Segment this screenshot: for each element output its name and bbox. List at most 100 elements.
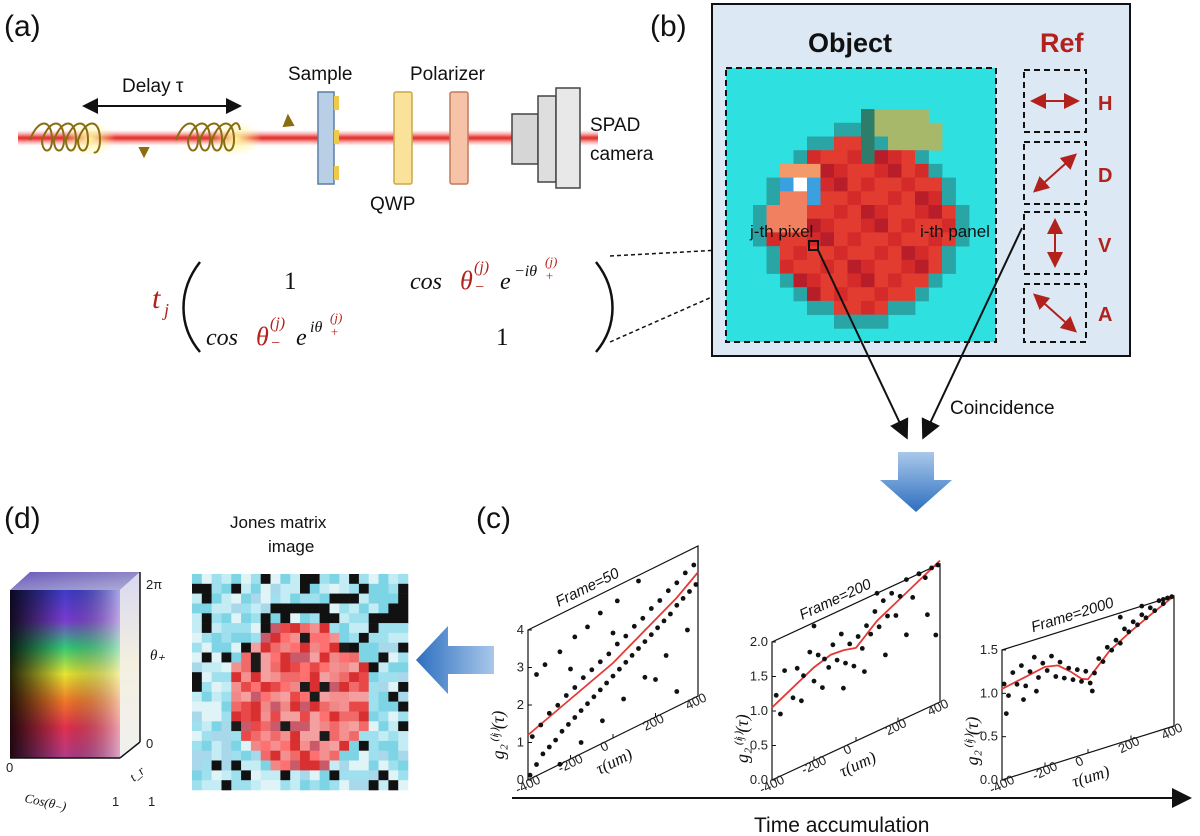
jones-pixel bbox=[241, 701, 252, 712]
apple-pixel bbox=[874, 218, 889, 233]
jones-pixel bbox=[192, 574, 203, 585]
jones-pixel bbox=[201, 682, 212, 693]
jones-pixel bbox=[309, 642, 320, 653]
jones-pixel bbox=[309, 672, 320, 683]
jones-pixel bbox=[368, 731, 379, 742]
jones-pixel bbox=[309, 731, 320, 742]
jones-pixel bbox=[398, 652, 409, 663]
jones-pixel bbox=[192, 701, 203, 712]
ref-title: Ref bbox=[1040, 28, 1085, 58]
jones-pixel bbox=[329, 740, 340, 751]
jones-pixel bbox=[270, 672, 281, 683]
jones-pixel bbox=[280, 574, 291, 585]
apple-pixel bbox=[807, 205, 821, 220]
data-point bbox=[815, 652, 821, 658]
jones-pixel bbox=[260, 593, 271, 604]
jones-pixel bbox=[221, 632, 232, 643]
data-point bbox=[572, 634, 578, 640]
data-point bbox=[855, 634, 861, 639]
jones-pixel bbox=[231, 593, 242, 604]
data-point bbox=[1061, 675, 1067, 681]
m11: 1 bbox=[284, 268, 297, 295]
data-point bbox=[566, 722, 571, 727]
data-point bbox=[872, 609, 878, 614]
apple-pixel bbox=[874, 246, 889, 261]
apple-pixel bbox=[807, 150, 821, 165]
jones-pixel bbox=[378, 583, 389, 594]
spad-label-1: SPAD bbox=[590, 115, 640, 136]
jones-pixel bbox=[368, 603, 379, 614]
jones-pixel bbox=[201, 750, 212, 761]
apple-pixel bbox=[820, 205, 835, 220]
jones-pixel bbox=[231, 701, 242, 712]
data-point bbox=[589, 667, 595, 673]
apple-pixel bbox=[861, 122, 875, 137]
data-point bbox=[1074, 667, 1080, 673]
data-point bbox=[1066, 665, 1072, 671]
charts: -400-200020040001234Frame=50τ(um)g₂⁽ⁱʲ⁾(… bbox=[488, 545, 1185, 797]
data-point bbox=[1044, 668, 1050, 673]
apple-pixel bbox=[901, 218, 916, 233]
jones-pixel bbox=[290, 731, 301, 742]
jones-pixel bbox=[319, 652, 330, 663]
jones-pixel bbox=[231, 662, 242, 673]
jones-pixel bbox=[231, 603, 242, 614]
panel-label-b: (b) bbox=[650, 10, 687, 43]
cube-zero-left: 0 bbox=[6, 760, 13, 775]
jones-pixel bbox=[270, 770, 281, 781]
jones-pixel bbox=[300, 721, 311, 732]
apple-pixel bbox=[915, 259, 929, 274]
y-tick-label: 2 bbox=[517, 697, 524, 712]
apple-pixel bbox=[915, 191, 929, 206]
data-point bbox=[578, 708, 584, 713]
jones-pixel bbox=[221, 701, 232, 712]
y-axis-label: g₂⁽ⁱʲ⁾(τ) bbox=[962, 717, 983, 766]
apple-pixel bbox=[928, 246, 943, 261]
jones-pixel bbox=[329, 603, 340, 614]
jones-pixel bbox=[221, 740, 232, 751]
jones-pixel bbox=[280, 672, 291, 683]
apple-pixel bbox=[901, 150, 916, 165]
apple-pixel bbox=[888, 218, 902, 233]
jones-pixel bbox=[300, 642, 311, 653]
data-point bbox=[663, 653, 669, 658]
apple-pixel bbox=[847, 191, 862, 206]
jones-pixel bbox=[388, 583, 399, 594]
data-point bbox=[801, 673, 806, 679]
jones-pixel bbox=[300, 574, 311, 585]
apple-pixel bbox=[915, 136, 929, 151]
jones-pixel bbox=[241, 574, 252, 585]
apple-pixel bbox=[874, 287, 889, 302]
data-point bbox=[1057, 659, 1063, 665]
apple-pixel bbox=[915, 273, 929, 288]
jones-pixel bbox=[309, 662, 320, 673]
jones-pixel bbox=[300, 593, 311, 604]
jones-pixel bbox=[201, 662, 212, 673]
data-point bbox=[542, 662, 548, 668]
big-down-arrow bbox=[880, 452, 952, 512]
data-point bbox=[811, 623, 817, 629]
apple-pixel bbox=[861, 150, 875, 165]
data-point bbox=[935, 562, 941, 568]
jones-pixel bbox=[201, 613, 212, 624]
m12-exp: −iθ bbox=[514, 263, 537, 280]
jones-pixel bbox=[378, 593, 389, 604]
data-point bbox=[925, 612, 930, 618]
jones-pixel bbox=[270, 740, 281, 751]
jones-pixel bbox=[368, 750, 379, 761]
data-point bbox=[610, 630, 616, 636]
jones-pixel bbox=[231, 632, 242, 643]
apple-pixel bbox=[834, 273, 848, 288]
data-point bbox=[527, 772, 533, 778]
jones-pixel bbox=[378, 613, 389, 624]
x-axis-label: τ(um) bbox=[1070, 761, 1112, 791]
jones-pixel bbox=[250, 760, 261, 771]
jones-pixel bbox=[280, 613, 291, 624]
cube-top-label: 2π bbox=[146, 577, 162, 592]
jones-pixel bbox=[329, 574, 340, 585]
jones-pixel bbox=[300, 672, 311, 683]
ref-box-v bbox=[1023, 211, 1087, 275]
jones-pixel bbox=[201, 672, 212, 683]
jones-pixel bbox=[329, 701, 340, 712]
data-point bbox=[553, 737, 558, 743]
